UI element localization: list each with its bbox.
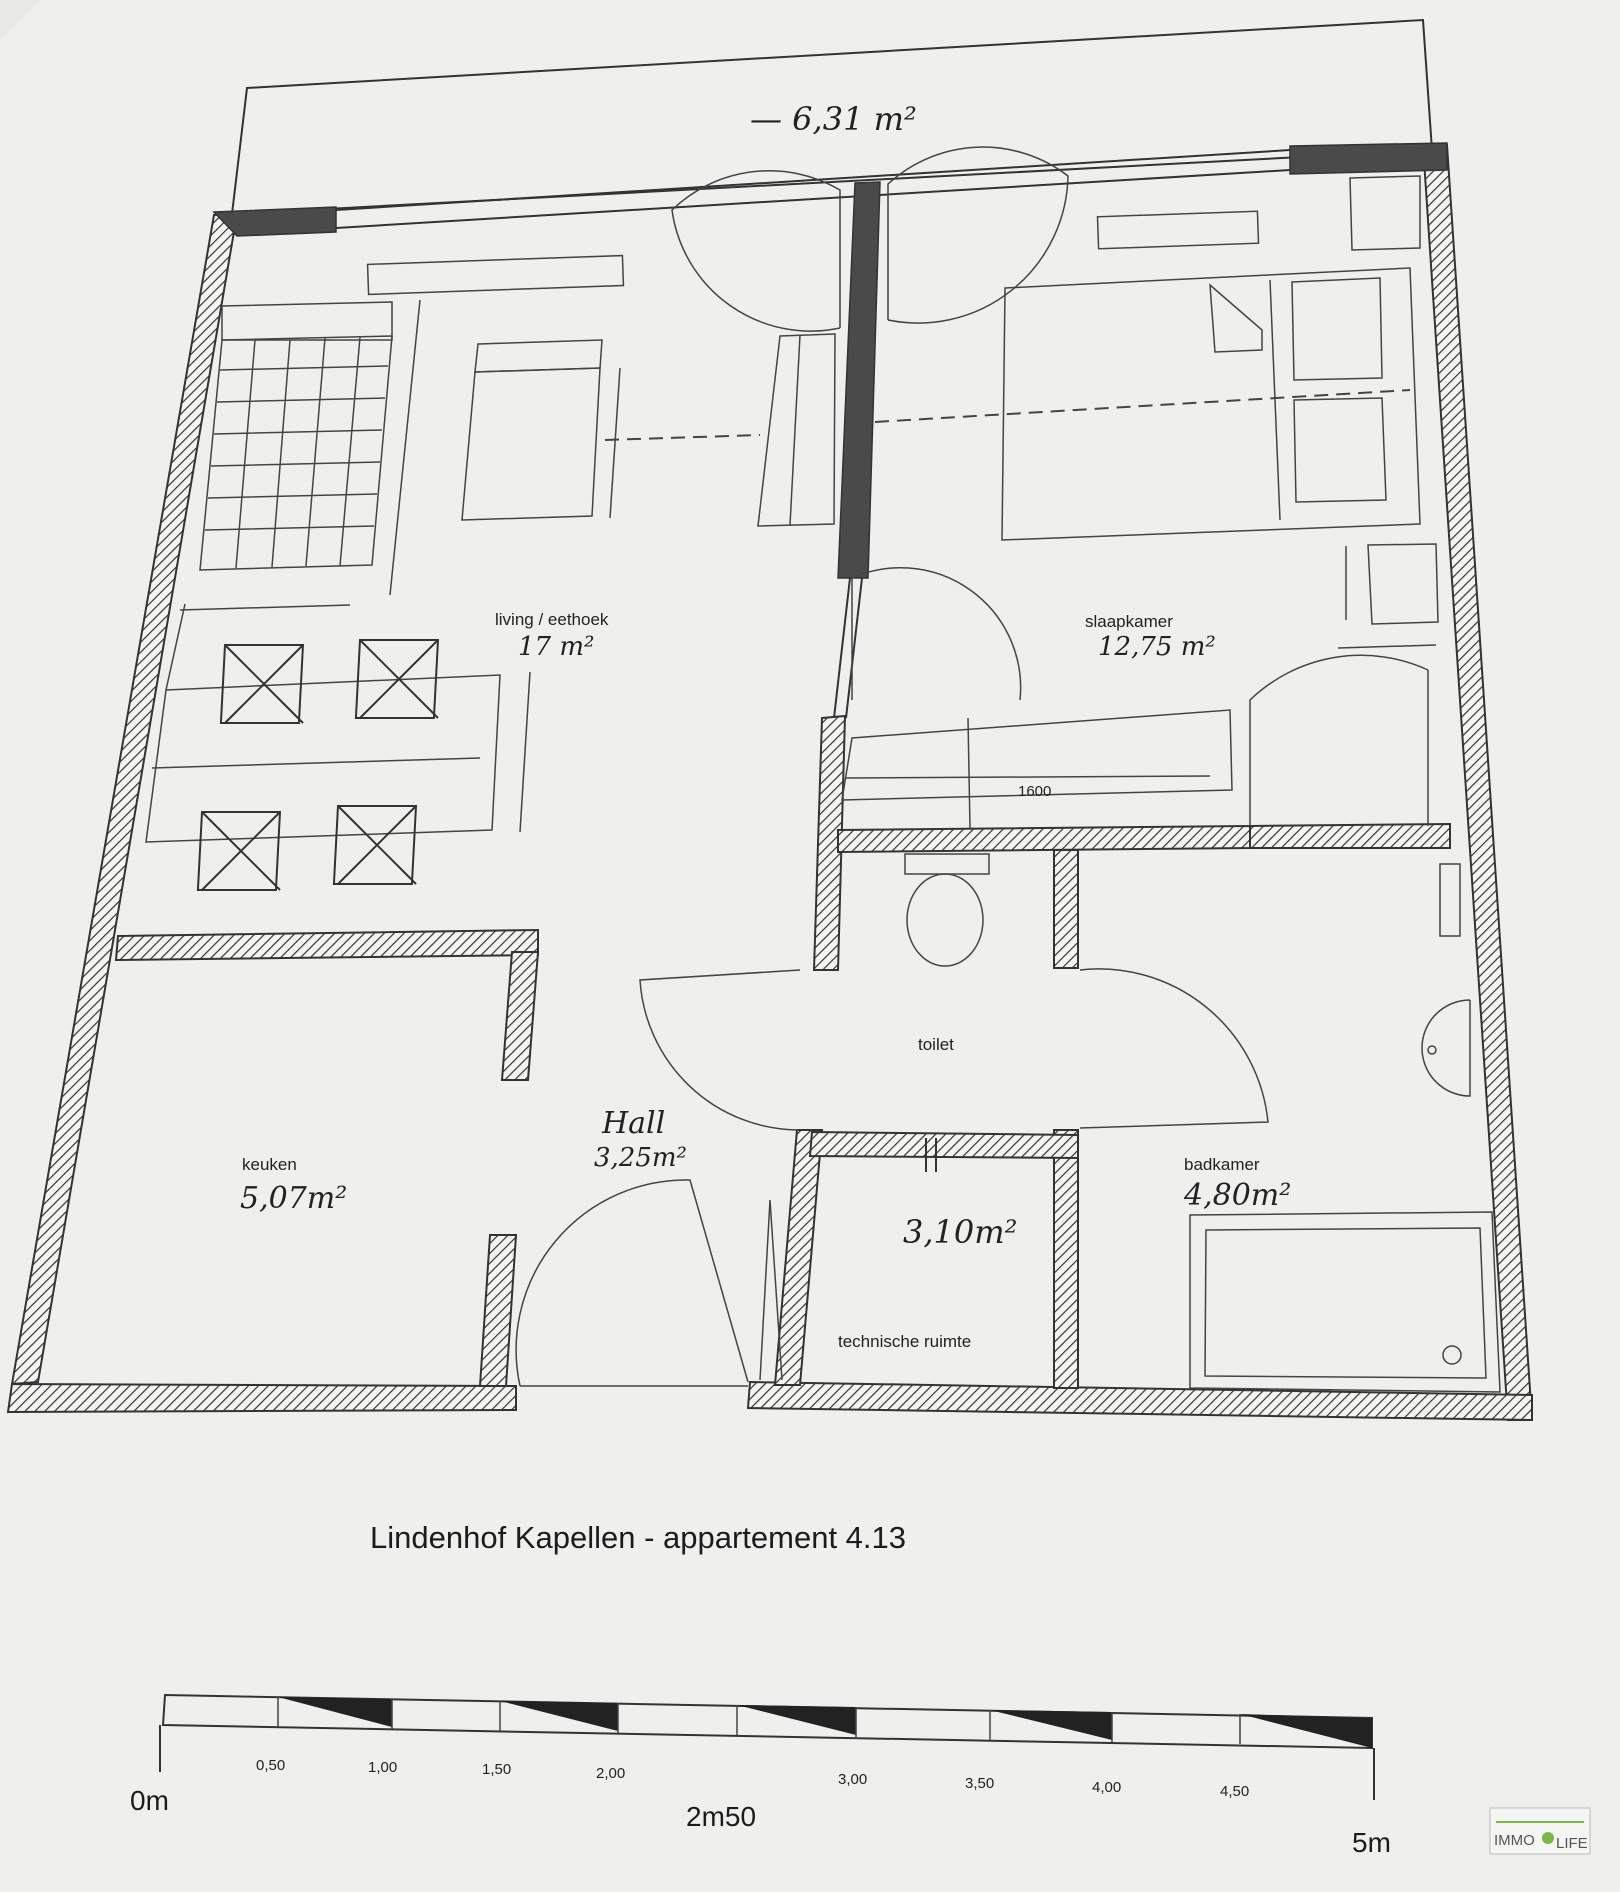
chair-icons [196, 639, 440, 891]
scale-tick-400: 4,00 [1092, 1779, 1121, 1796]
sink-icon [1421, 999, 1471, 1097]
scale-tick-150: 1,50 [482, 1761, 511, 1778]
wardrobe: 1600 [841, 709, 1233, 829]
bathtub-icon [1189, 1211, 1501, 1393]
living-label: living / eethoek [495, 610, 609, 629]
sleeping-area: 12,75 m² [1098, 632, 1216, 662]
kitchen-label: keuken [242, 1155, 297, 1174]
doors [515, 146, 1429, 1387]
scale-tick-300: 3,00 [838, 1771, 867, 1788]
bathroom-area: 4,80m² [1183, 1178, 1291, 1213]
technical-label: technische ruimte [838, 1332, 971, 1351]
scale-bar: 0,50 1,00 1,50 2,00 3,00 3,50 4,00 4,50 … [130, 1693, 1391, 1858]
scale-tick-100: 1,00 [368, 1759, 397, 1776]
hall-label: Hall [601, 1106, 665, 1141]
scale-tick-350: 3,50 [965, 1775, 994, 1792]
hall-area: 3,25m² [594, 1143, 687, 1173]
living-furniture [145, 254, 1411, 891]
terrace-area-label: — 6,31 m² [750, 100, 917, 138]
room-labels: living / eethoek 17 m² slaapkamer 12,75 … [240, 610, 1291, 1351]
logo-right: LIFE [1556, 1835, 1588, 1852]
wardrobe-dimension: 1600 [1018, 783, 1051, 800]
toilet-icon [904, 853, 990, 967]
living-area: 17 m² [518, 632, 594, 662]
immo-life-logo: IMMO LIFE [1489, 1807, 1591, 1855]
exterior-walls [6, 142, 1534, 1422]
technical-area: 3,10m² [903, 1213, 1017, 1251]
scale-tick-450: 4,50 [1220, 1783, 1249, 1800]
scale-start: 0m [130, 1785, 169, 1816]
toilet-label: toilet [918, 1035, 954, 1054]
double-bed [1001, 267, 1421, 541]
interior-walls [114, 181, 1451, 1389]
kitchen-area: 5,07m² [240, 1181, 347, 1216]
scale-mid: 2m50 [686, 1801, 756, 1832]
bookcase [199, 301, 393, 571]
bathroom-fixtures [1189, 863, 1501, 1393]
scale-tick-050: 0,50 [256, 1757, 285, 1774]
bathroom-label: badkamer [1184, 1155, 1260, 1174]
plan-title: Lindenhof Kapellen - appartement 4.13 [370, 1520, 906, 1555]
scale-end: 5m [1352, 1827, 1391, 1858]
logo-left: IMMO [1494, 1832, 1535, 1849]
bedroom-furniture: 1600 [841, 175, 1439, 829]
scale-tick-200: 2,00 [596, 1765, 625, 1782]
sleeping-label: slaapkamer [1085, 612, 1173, 631]
